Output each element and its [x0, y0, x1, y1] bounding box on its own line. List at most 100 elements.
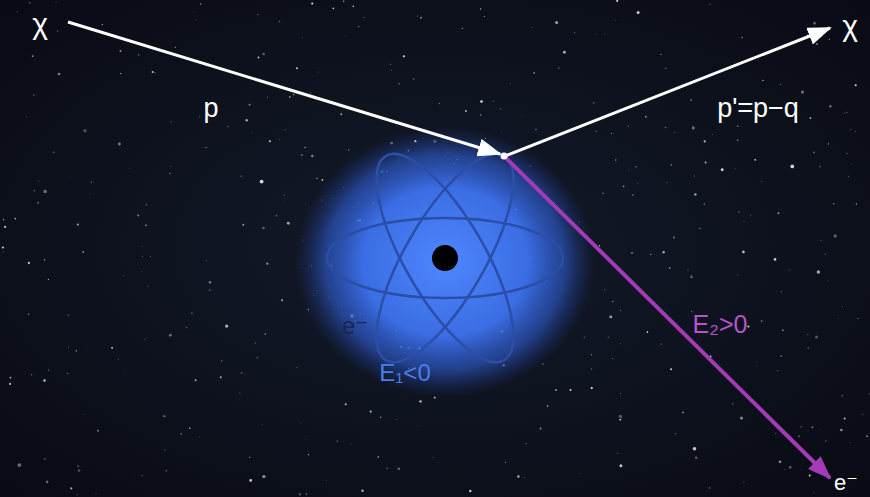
star: [191, 312, 193, 314]
star: [242, 224, 244, 226]
star: [849, 442, 851, 444]
star: [266, 96, 268, 98]
star: [620, 343, 621, 344]
star: [152, 71, 154, 73]
star: [517, 475, 519, 477]
star: [750, 215, 752, 217]
star: [602, 193, 603, 194]
star: [345, 35, 347, 37]
star: [737, 140, 739, 142]
star: [695, 457, 698, 460]
atom-orbits: [327, 136, 563, 380]
star: [851, 163, 853, 165]
star: [521, 115, 523, 117]
star: [705, 162, 707, 164]
star: [480, 100, 483, 103]
star: [316, 178, 317, 179]
star: [816, 43, 818, 45]
star: [842, 395, 844, 397]
star: [790, 165, 794, 169]
star: [416, 15, 418, 17]
star: [198, 116, 200, 118]
star: [775, 433, 776, 434]
star: [856, 203, 857, 204]
star: [44, 259, 45, 260]
star: [779, 461, 782, 464]
star: [361, 490, 363, 492]
star: [812, 426, 814, 428]
star: [326, 479, 328, 481]
star: [584, 337, 585, 338]
star: [251, 132, 253, 134]
star: [599, 245, 600, 246]
star: [118, 359, 119, 360]
star: [593, 102, 595, 104]
star: [67, 346, 69, 348]
star: [137, 214, 139, 216]
star: [742, 251, 745, 254]
star: [819, 428, 821, 430]
star: [192, 11, 194, 13]
star: [141, 246, 143, 248]
star: [580, 473, 582, 475]
star: [612, 301, 613, 302]
star: [132, 472, 134, 474]
star: [687, 269, 688, 270]
star: [48, 369, 49, 370]
star: [837, 317, 839, 319]
star: [170, 121, 171, 122]
star: [304, 147, 305, 148]
star: [694, 193, 696, 195]
star: [227, 126, 228, 127]
star: [289, 96, 290, 97]
star: [813, 492, 815, 494]
star: [635, 166, 637, 168]
star: [761, 320, 763, 322]
star: [829, 39, 830, 40]
star: [819, 166, 821, 168]
star: [287, 222, 290, 225]
star: [2, 246, 4, 248]
star: [721, 168, 724, 171]
star: [95, 493, 97, 495]
star: [209, 281, 211, 283]
momentum-label: p: [203, 95, 218, 122]
star: [844, 112, 845, 113]
star: [275, 215, 277, 217]
star: [175, 47, 176, 48]
star: [439, 103, 441, 105]
star: [396, 418, 398, 420]
star: [336, 440, 338, 442]
star: [200, 3, 201, 4]
star: [345, 403, 347, 405]
star: [789, 269, 791, 271]
star: [608, 337, 609, 338]
star: [53, 152, 54, 153]
star: [665, 126, 667, 128]
star: [737, 125, 738, 126]
star: [16, 11, 18, 13]
star: [525, 443, 526, 444]
star: [637, 11, 640, 14]
star: [142, 255, 144, 257]
star: [699, 228, 700, 229]
star: [673, 237, 675, 239]
star: [386, 468, 388, 470]
star: [257, 357, 259, 359]
star: [83, 414, 85, 416]
star: [711, 133, 713, 135]
star: [628, 170, 629, 171]
star: [76, 350, 77, 351]
star: [533, 72, 535, 74]
star: [10, 377, 12, 379]
star: [855, 84, 857, 86]
star: [647, 331, 649, 333]
particle-label: e⁻: [834, 472, 858, 494]
star: [774, 258, 777, 261]
star: [817, 270, 820, 273]
star: [419, 400, 421, 402]
star: [760, 180, 762, 182]
star: [842, 306, 844, 308]
star: [846, 112, 848, 114]
star: [144, 338, 145, 339]
